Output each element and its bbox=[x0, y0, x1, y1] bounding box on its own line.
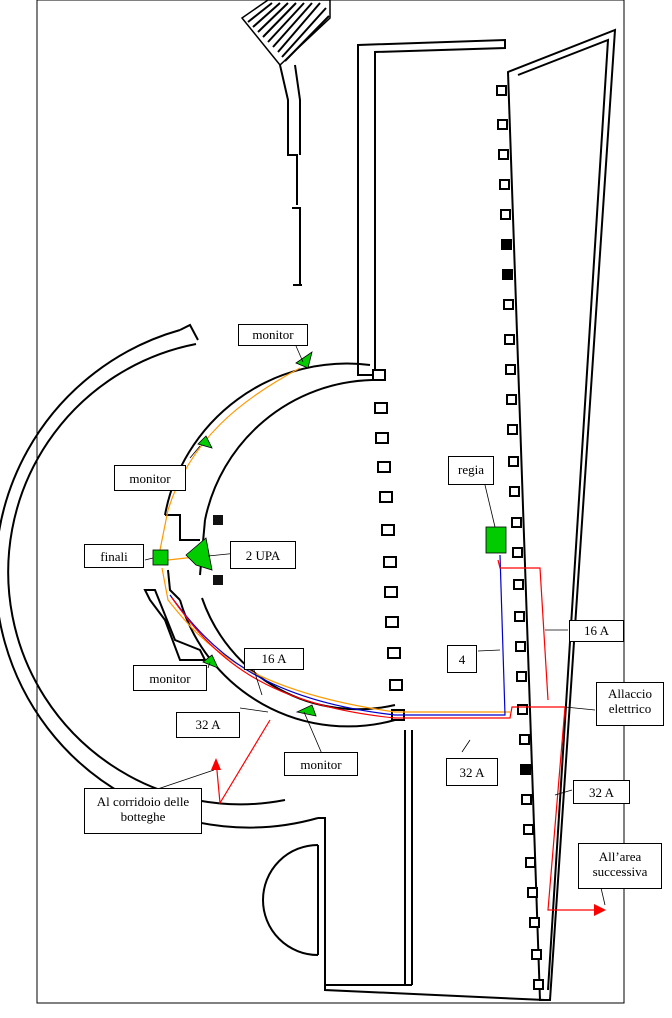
label-area: All’area successiva bbox=[578, 843, 662, 889]
label-monitor-top: monitor bbox=[238, 324, 308, 346]
label-32a-right: 32 A bbox=[573, 780, 630, 804]
label-corridoio: Al corridoio delle botteghe bbox=[84, 788, 202, 834]
cable-blue bbox=[169, 554, 506, 716]
dark-block bbox=[213, 575, 223, 585]
finali-rack-icon bbox=[152, 549, 169, 566]
cable-orange bbox=[159, 367, 301, 551]
label-4: 4 bbox=[447, 645, 477, 673]
monitor-low-icon bbox=[202, 654, 219, 669]
cable-red-regia bbox=[497, 559, 549, 701]
monitor-top-icon bbox=[295, 351, 313, 369]
label-upa: 2 UPA bbox=[230, 541, 296, 569]
pillars-center bbox=[372, 369, 405, 721]
label-16a-left: 16 A bbox=[244, 648, 304, 670]
label-regia: regia bbox=[448, 456, 494, 485]
walls bbox=[0, 28, 617, 1001]
dark-block bbox=[213, 515, 223, 525]
label-monitor-bottom: monitor bbox=[284, 752, 358, 776]
monitor-bottom-icon bbox=[295, 704, 317, 717]
pillars-right bbox=[496, 85, 544, 990]
equipment bbox=[152, 351, 507, 717]
cable-red-32a bbox=[547, 706, 595, 911]
label-16a-right: 16 A bbox=[569, 620, 624, 642]
label-32a-mid: 32 A bbox=[446, 758, 498, 786]
staircase bbox=[240, 0, 331, 67]
label-finali: finali bbox=[84, 544, 144, 568]
upa-speaker-icon bbox=[185, 537, 213, 571]
frame-border bbox=[36, 0, 625, 1004]
cable-red-main bbox=[171, 597, 565, 719]
label-monitor-low: monitor bbox=[133, 665, 207, 691]
cable-orange-lower bbox=[161, 567, 510, 713]
label-allaccio: Allaccio elettrico bbox=[596, 682, 664, 726]
regia-desk-icon bbox=[485, 526, 507, 554]
label-32a-left: 32 A bbox=[176, 712, 240, 738]
monitor-mid-icon bbox=[197, 435, 213, 449]
cables bbox=[159, 367, 595, 911]
arrow-up-icon bbox=[211, 758, 221, 770]
arrow-right-icon bbox=[594, 904, 606, 916]
cable-red-corridor bbox=[215, 719, 271, 805]
label-monitor-mid: monitor bbox=[114, 465, 186, 491]
